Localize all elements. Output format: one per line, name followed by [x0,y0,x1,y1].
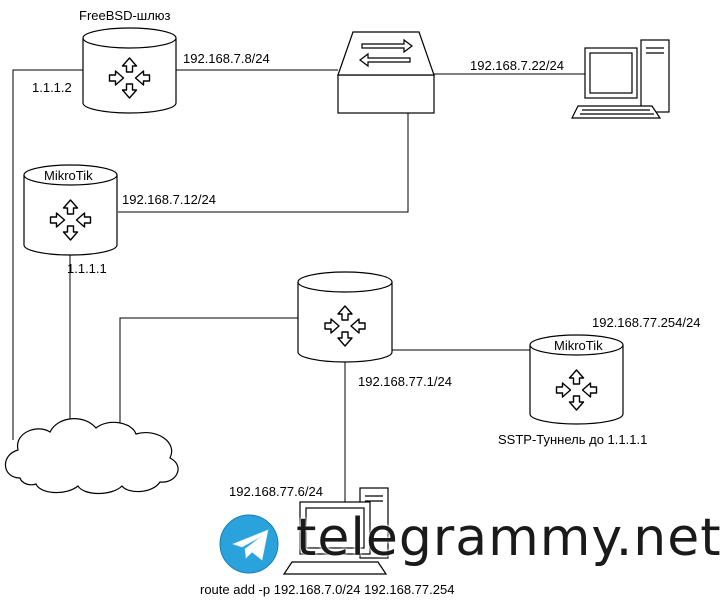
pc1-ip-label: 192.168.7.22/24 [470,58,564,73]
network-links [12,69,585,510]
mikrotik-router-1 [23,164,118,256]
central-router [297,271,393,363]
freebsd-ext-ip: 1.1.1.2 [32,80,72,95]
watermark-text: telegrammy.net [296,508,722,568]
mikrotik-router-2 [529,334,624,425]
mikrotik1-ip-label: 192.168.7.12/24 [122,192,216,207]
link-switch-mikrotik1 [118,113,409,213]
pc2-ip-label: 192.168.77.6/24 [229,484,323,499]
mikrotik1-ext-ip: 1.1.1.1 [67,261,107,276]
link-freebsd-cloud [12,69,83,440]
keyboard-icon [571,105,662,119]
mikrotik2-caption: SSTP-Туннель до 1.1.1.1 [498,432,648,447]
freebsd-title: FreeBSD-шлюз [79,8,171,23]
mikrotik2-ip-label: 192.168.77.254/24 [592,315,701,330]
keyboard-icon [282,561,388,575]
mikrotik1-title: MikroTik [44,168,93,183]
router-ip-label: 192.168.77.1/24 [358,374,452,389]
link-router-cloud [119,317,298,430]
switch-arrows-icon [359,38,413,68]
pc-tower-icon [640,39,670,113]
workstation-pc-1 [571,39,670,119]
network-switch [337,31,435,114]
internet-cloud [4,418,179,495]
mikrotik2-title: MikroTik [554,338,603,353]
freebsd-gateway-router [82,27,177,114]
telegram-logo-icon [219,514,279,574]
freebsd-ip-label: 192.168.7.8/24 [183,51,270,66]
route-command: route add -p 192.168.7.0/24 192.168.77.2… [200,582,455,597]
workstation-pc-2 [282,487,389,575]
